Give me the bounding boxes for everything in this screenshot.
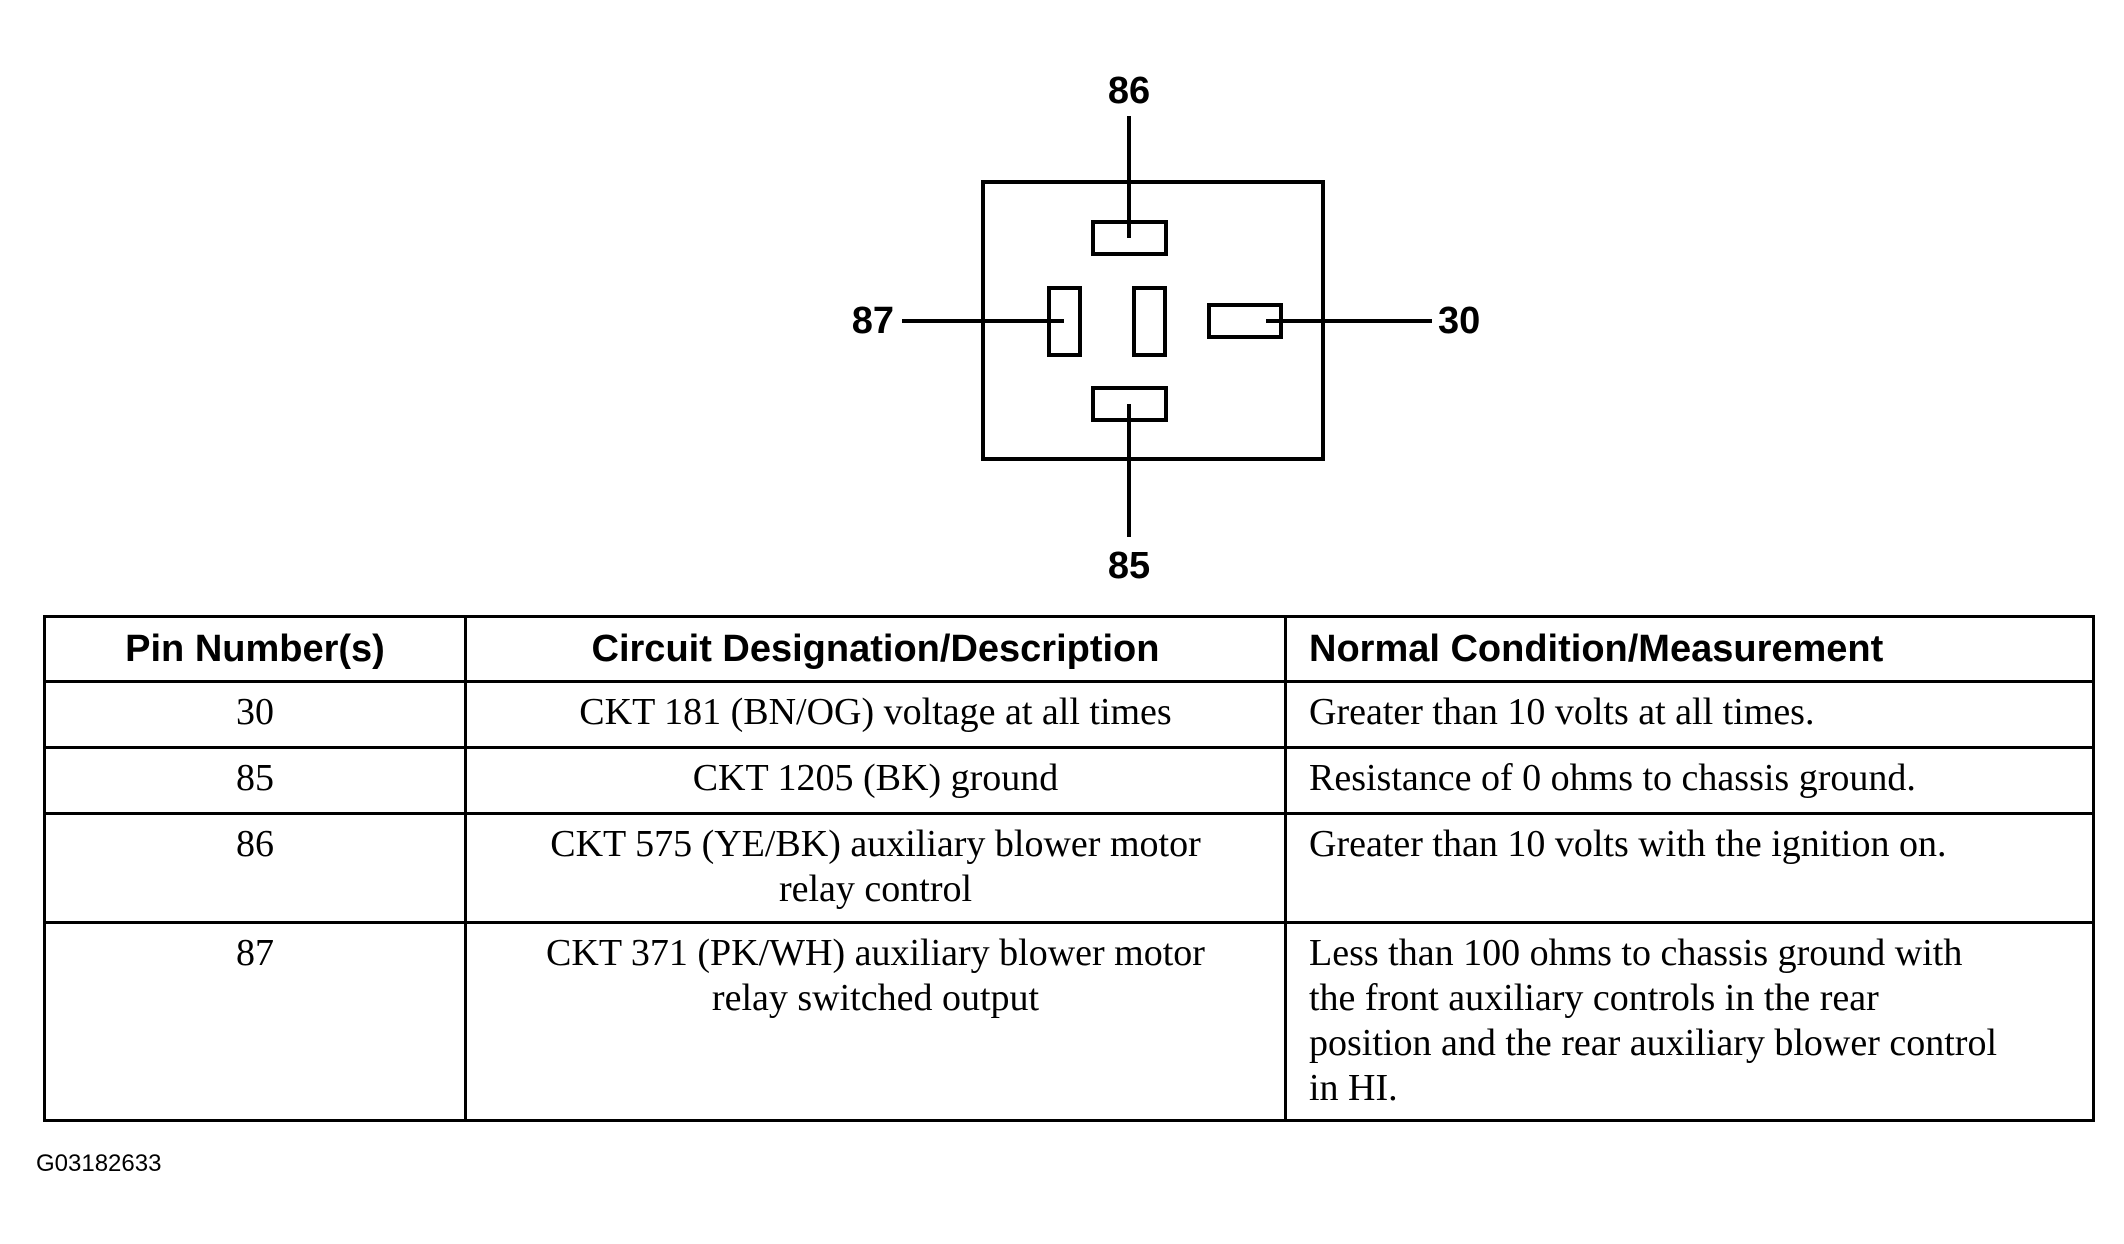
table-row: 85 CKT 1205 (BK) ground Resistance of 0 … xyxy=(43,746,2095,815)
condition-line: position and the rear auxiliary blower c… xyxy=(1309,1022,1998,1064)
pin-table: Pin Number(s) Circuit Designation/Descri… xyxy=(43,615,2095,1122)
relay-connector-diagram: 86 87 30 85 xyxy=(852,70,1481,587)
description-cell: CKT 181 (BN/OG) voltage at all times xyxy=(464,680,1287,749)
condition-cell: Resistance of 0 ohms to chassis ground. xyxy=(1284,746,2095,815)
description-line: CKT 181 (BN/OG) voltage at all times xyxy=(579,691,1172,733)
pin-label-30: 30 xyxy=(1438,300,1480,342)
condition-cell: Less than 100 ohms to chassis ground wit… xyxy=(1284,921,2095,1122)
pin-label-87: 87 xyxy=(852,300,894,342)
condition-line: the front auxiliary controls in the rear xyxy=(1309,977,1879,1019)
condition-line: Greater than 10 volts at all times. xyxy=(1309,691,1815,733)
description-line: CKT 1205 (BK) ground xyxy=(692,757,1059,799)
pin-number-cell: 30 xyxy=(43,680,467,749)
condition-line: Less than 100 ohms to chassis ground wit… xyxy=(1309,932,1963,974)
pin-number-cell: 85 xyxy=(43,746,467,815)
header-normal-condition: Normal Condition/Measurement xyxy=(1284,615,2095,683)
condition-cell: Greater than 10 volts with the ignition … xyxy=(1284,812,2095,924)
condition-line: in HI. xyxy=(1309,1067,1398,1109)
pin-label-85: 85 xyxy=(1108,545,1150,587)
header-circuit-description: Circuit Designation/Description xyxy=(464,615,1287,683)
description-cell: CKT 371 (PK/WH) auxiliary blower motor r… xyxy=(464,921,1287,1122)
condition-line: Greater than 10 volts with the ignition … xyxy=(1309,823,1947,865)
description-line: CKT 371 (PK/WH) auxiliary blower motor xyxy=(546,932,1205,974)
table-row: 87 CKT 371 (PK/WH) auxiliary blower moto… xyxy=(43,921,2095,1122)
description-line: relay control xyxy=(778,868,973,910)
pin-number-cell: 86 xyxy=(43,812,467,924)
table-row: 86 CKT 575 (YE/BK) auxiliary blower moto… xyxy=(43,812,2095,924)
header-pin-number: Pin Number(s) xyxy=(43,615,467,683)
table-header-row: Pin Number(s) Circuit Designation/Descri… xyxy=(43,615,2095,683)
description-line: CKT 575 (YE/BK) auxiliary blower motor xyxy=(550,823,1201,865)
pin-number-cell: 87 xyxy=(43,921,467,1122)
pin-label-86: 86 xyxy=(1108,70,1150,112)
description-cell: CKT 575 (YE/BK) auxiliary blower motor r… xyxy=(464,812,1287,924)
table-row: 30 CKT 181 (BN/OG) voltage at all times … xyxy=(43,680,2095,749)
terminal-center xyxy=(1132,286,1167,357)
condition-cell: Greater than 10 volts at all times. xyxy=(1284,680,2095,749)
condition-line: Resistance of 0 ohms to chassis ground. xyxy=(1309,757,1916,799)
image-code: G03182633 xyxy=(36,1150,162,1177)
description-line: relay switched output xyxy=(711,977,1040,1019)
description-cell: CKT 1205 (BK) ground xyxy=(464,746,1287,815)
